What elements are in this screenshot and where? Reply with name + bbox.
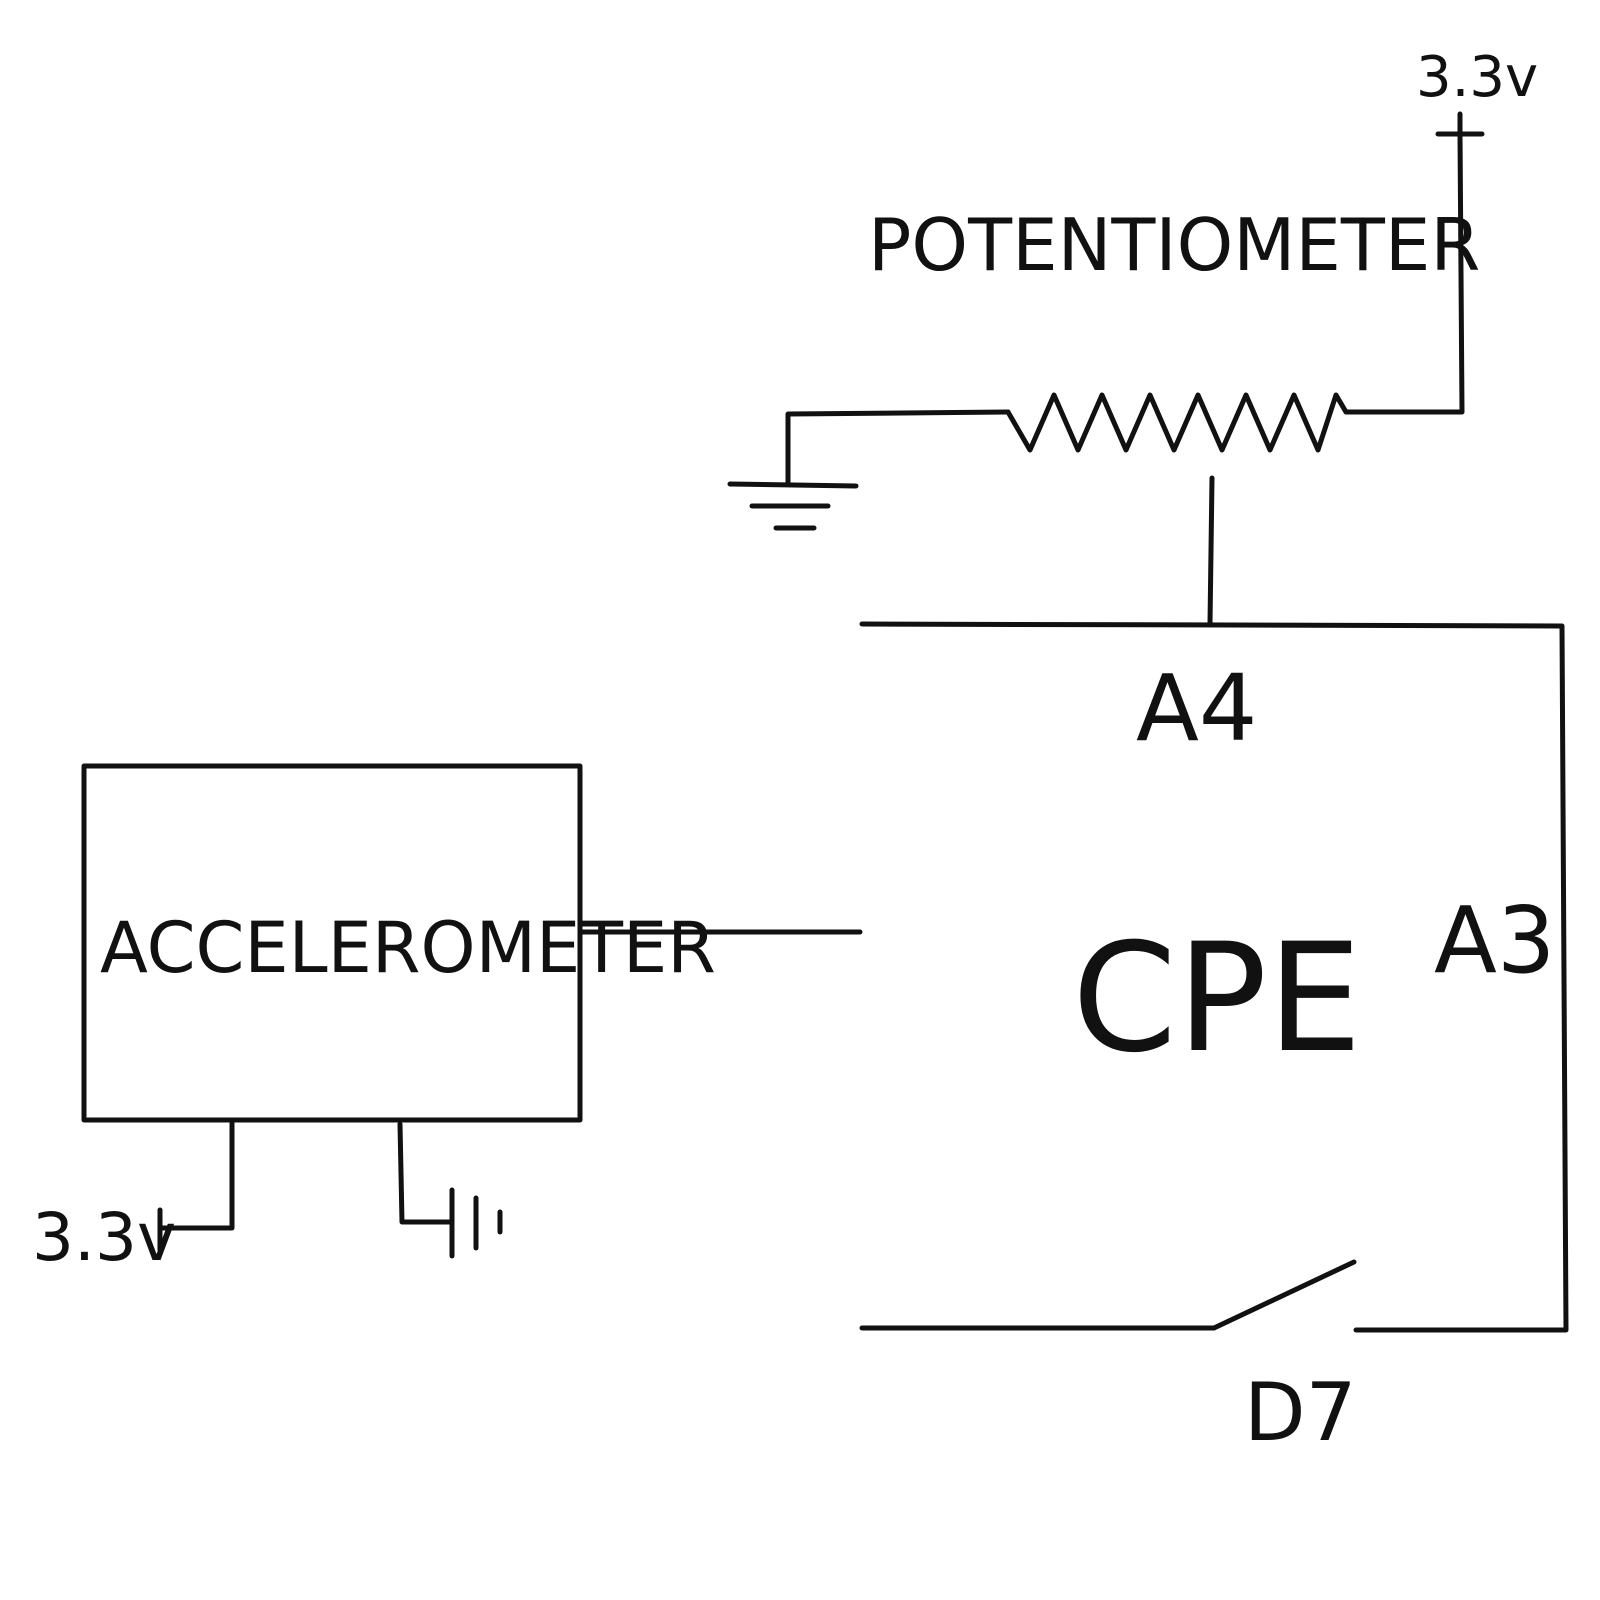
battery-icon <box>449 1187 503 1259</box>
ground-icon <box>727 481 859 531</box>
cpe-label: CPE <box>1072 912 1362 1086</box>
pin-label-a3: A3 <box>1434 887 1555 994</box>
wire-accelerometer-to-supply <box>157 1117 235 1231</box>
accelerometer-label: ACCELEROMETER <box>100 907 716 989</box>
wire-wiper-to-a4 <box>1207 475 1215 627</box>
potentiometer-label: POTENTIOMETER <box>868 203 1480 287</box>
wire-potentiometer-to-ground <box>785 409 1011 487</box>
pin-label-d7: D7 <box>1244 1366 1357 1459</box>
switch-icon <box>1211 1259 1357 1331</box>
wire-accelerometer-to-battery <box>397 1121 455 1225</box>
accelerometer-box <box>81 763 583 1123</box>
pin-label-a4: A4 <box>1136 655 1257 762</box>
wire-supply-to-potentiometer <box>1343 131 1465 415</box>
supply-terminal-top-icon <box>1435 111 1485 137</box>
cpe-box <box>859 621 1569 1333</box>
resistor-zigzag-icon <box>1005 392 1349 453</box>
supply-label-left: 3.3v <box>32 1199 176 1276</box>
supply-label-top: 3.3v <box>1416 45 1538 110</box>
